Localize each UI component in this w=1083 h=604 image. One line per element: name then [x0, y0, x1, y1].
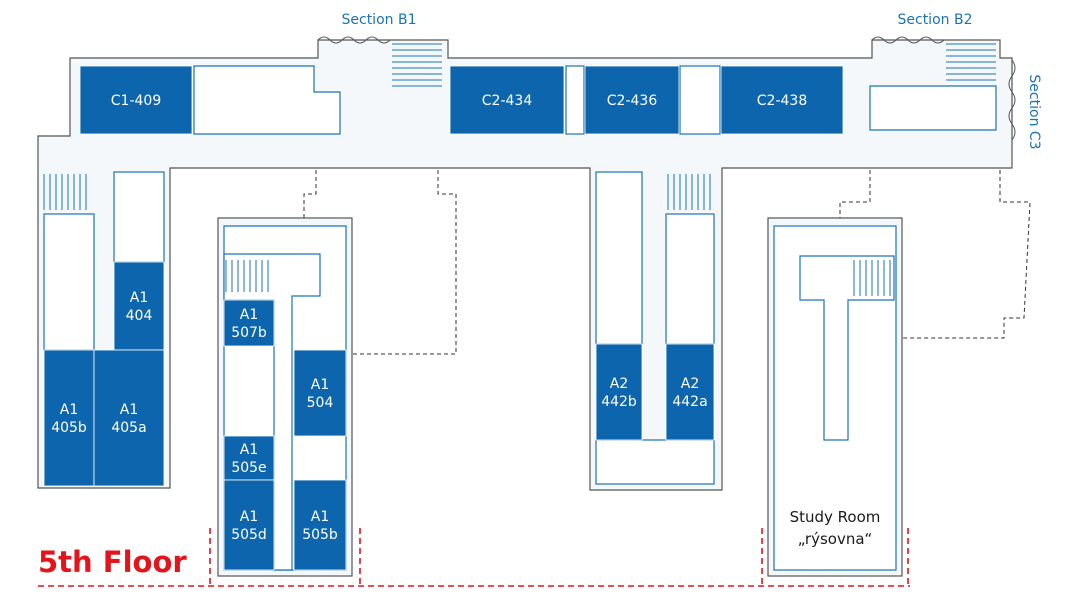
section-b2-label: Section B2 — [898, 12, 973, 28]
corridor-b2 — [869, 85, 997, 131]
room-c2-438[interactable]: C2-438 — [720, 65, 844, 135]
room-label-line: 505b — [302, 527, 338, 543]
room-label-line: A1 — [240, 442, 258, 458]
connector-right-right — [902, 170, 1031, 339]
room-c2-436[interactable]: C2-436 — [584, 65, 680, 135]
corridor-a2-left — [595, 171, 643, 345]
room-label-line: C2-434 — [482, 93, 533, 109]
room-c1-409[interactable]: C1-409 — [79, 65, 193, 135]
block-study-room — [767, 217, 903, 577]
room-a1-507b[interactable]: A1 507b — [223, 299, 275, 347]
room-label-line: A1 — [60, 402, 78, 418]
room-label-line: 505e — [231, 460, 266, 476]
room-a1-405a[interactable]: A1 405a — [93, 349, 165, 487]
room-box[interactable] — [93, 349, 165, 487]
room-label-line: 405b — [51, 420, 87, 436]
room-c2-434[interactable]: C2-434 — [449, 65, 565, 135]
connector-left-right — [352, 170, 457, 355]
room-label-line: 442b — [601, 394, 637, 410]
room-label-line: C1-409 — [111, 93, 161, 109]
room-a2-442b[interactable]: A2 442b — [595, 343, 643, 441]
room-a1-405b[interactable]: A1 405b — [43, 349, 95, 487]
room-label-line: A1 — [130, 290, 148, 306]
room-label-line: 405a — [111, 420, 146, 436]
corridor-a2-right — [665, 213, 715, 345]
room-label-line: A1 — [311, 377, 329, 393]
corridor-a1-right — [113, 171, 165, 263]
staircase-b1 — [392, 43, 442, 87]
staircase-a2 — [667, 174, 711, 210]
corridor-a2-bottom — [595, 439, 715, 485]
room-box[interactable] — [43, 349, 95, 487]
connector-right-top — [839, 170, 871, 218]
connector-left-top — [303, 170, 317, 218]
staircase-study — [853, 260, 891, 296]
room-label-line: A2 — [610, 376, 628, 392]
room-a2-442a[interactable]: A2 442a — [665, 343, 715, 441]
room-label-line: A1 — [240, 509, 258, 525]
room-box[interactable] — [584, 65, 680, 135]
room-label-line: 504 — [307, 395, 334, 411]
corridor-b1 — [193, 65, 341, 135]
room-a1-505e[interactable]: A1 505e — [223, 435, 275, 481]
room-box[interactable] — [720, 65, 844, 135]
room-box[interactable] — [223, 435, 275, 481]
study-room-sublabel: „rýsovna“ — [798, 530, 873, 548]
room-label-line: 442a — [672, 394, 707, 410]
room-box[interactable] — [113, 261, 165, 351]
study-room-label: Study Room — [790, 508, 881, 526]
room-label-line: C2-436 — [607, 93, 658, 109]
room-label-line: A1 — [311, 509, 329, 525]
staircase-a1-500 — [225, 260, 269, 292]
section-b1-label: Section B1 — [342, 12, 417, 28]
room-label-line: C2-438 — [757, 93, 807, 109]
building-outline — [37, 36, 1016, 491]
room-label-line: A1 — [240, 307, 258, 323]
room-box[interactable] — [223, 479, 275, 571]
corridor-a1-left — [43, 213, 95, 351]
room-label-line: A1 — [120, 402, 138, 418]
staircase-b2 — [946, 43, 996, 81]
room-a1-505b[interactable]: A1 505b — [293, 479, 347, 571]
staircase-a1 — [43, 174, 87, 210]
room-box[interactable] — [223, 299, 275, 347]
room-box[interactable] — [595, 343, 643, 441]
floor-label: 5th Floor — [38, 545, 187, 579]
section-c3-label: Section C3 — [1026, 74, 1042, 149]
room-box[interactable] — [79, 65, 193, 135]
room-a1-505d[interactable]: A1 505d — [223, 479, 275, 571]
corridor-gap-2 — [679, 65, 721, 135]
room-label-line: A2 — [681, 376, 699, 392]
room-box[interactable] — [293, 479, 347, 571]
room-label-line: 507b — [231, 325, 267, 341]
room-label-line: 505d — [231, 527, 267, 543]
corridor-gap-1 — [565, 65, 585, 135]
room-box[interactable] — [449, 65, 565, 135]
room-label-line: 404 — [126, 308, 153, 324]
room-box[interactable] — [293, 349, 347, 437]
room-box[interactable] — [665, 343, 715, 441]
